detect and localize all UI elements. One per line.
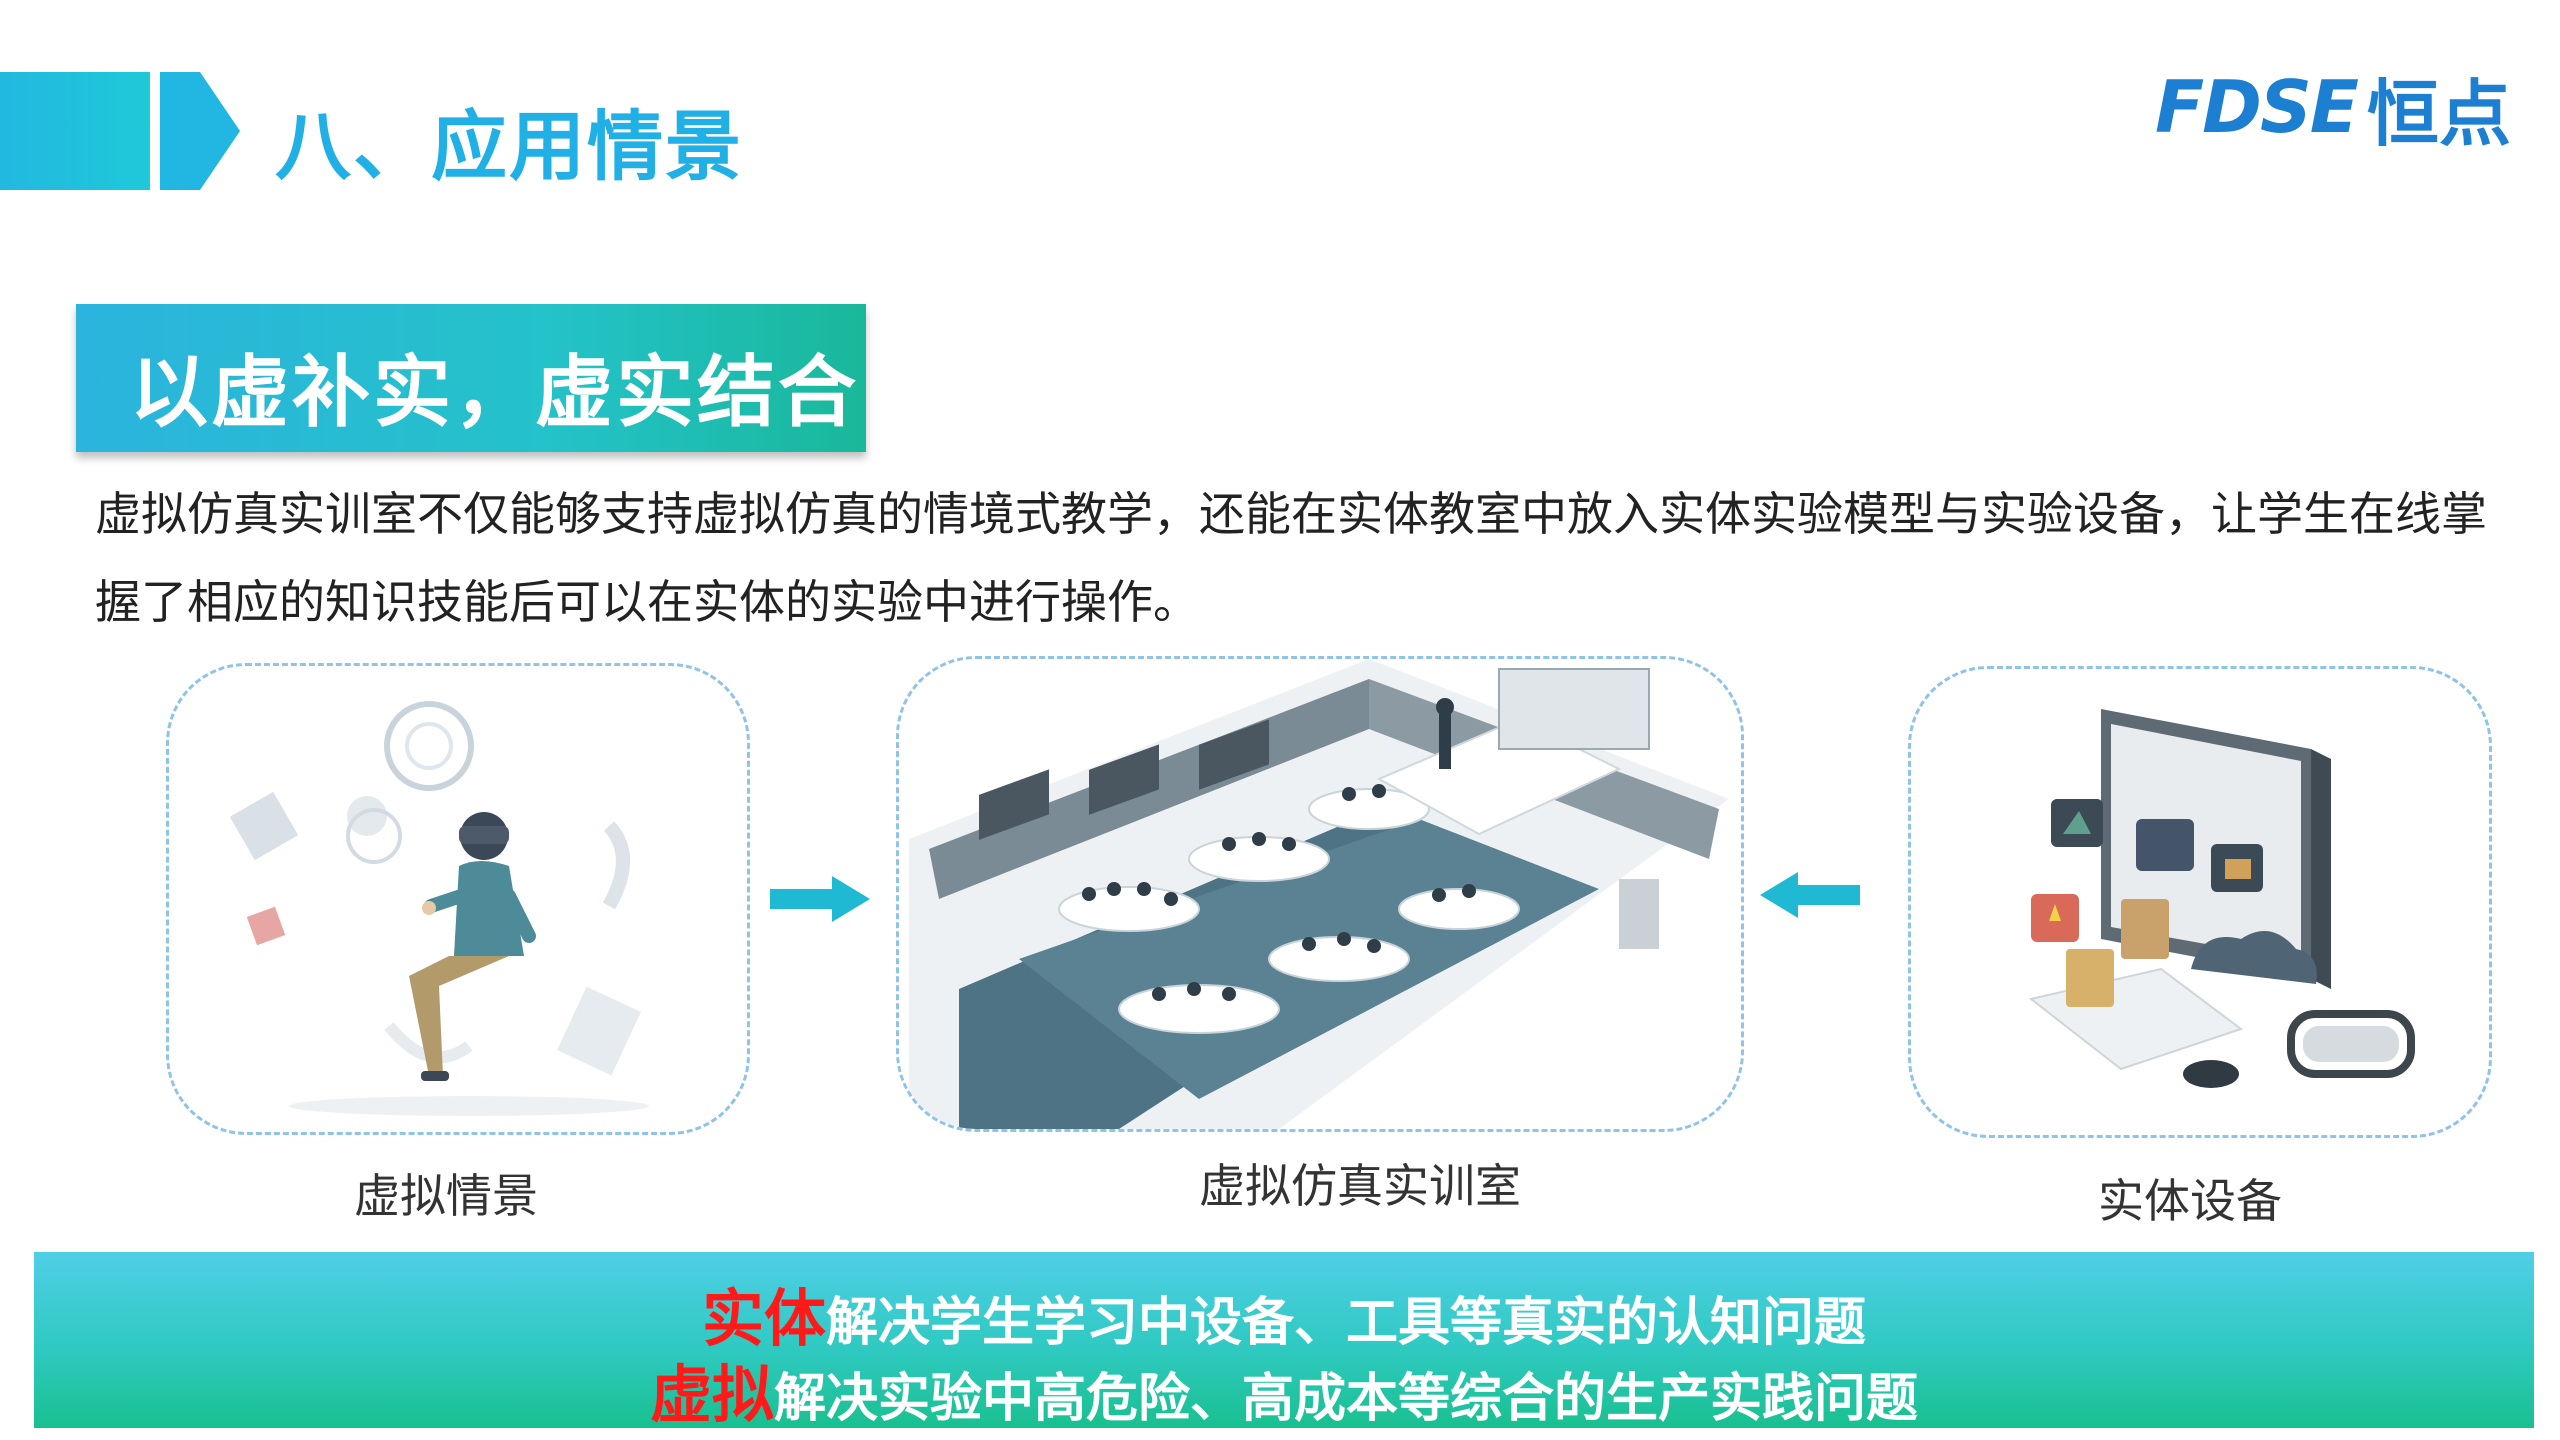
summary-line-physical: 实体解决学生学习中设备、工具等真实的认知问题 (34, 1268, 2534, 1358)
simulation-lab-illustration-icon (899, 659, 1741, 1129)
header-accent-bar (0, 72, 150, 190)
summary-line-virtual: 虚拟解决实验中高危险、高成本等综合的生产实践问题 (34, 1344, 2534, 1434)
section-banner (76, 304, 866, 452)
panel-label-virtual-scene: 虚拟情景 (354, 1169, 538, 1223)
panel-simulation-lab (896, 656, 1744, 1132)
page-title: 八、应用情景 (275, 102, 743, 191)
brand-logo: FDSE 恒点 (2155, 62, 2511, 156)
computer-equipment-illustration-icon (2028, 709, 2415, 1088)
summary-bar: 实体解决学生学习中设备、工具等真实的认知问题 虚拟解决实验中高危险、高成本等综合… (34, 1252, 2534, 1431)
summary-text-physical: 解决学生学习中设备、工具等真实的认知问题 (826, 1293, 1867, 1353)
panel-virtual-scene (166, 663, 750, 1135)
header-chevron-icon (160, 72, 240, 190)
panel-physical-equipment (1908, 666, 2492, 1138)
vr-user-illustration-icon (229, 701, 649, 1116)
section-banner-title: 以虚补实，虚实结合 (130, 348, 860, 438)
arrow-left-icon (1760, 872, 1860, 918)
logo-latin-text: FDSE (2155, 65, 2359, 149)
highlight-physical: 实体 (701, 1282, 826, 1355)
highlight-virtual: 虚拟 (649, 1358, 774, 1431)
panel-label-simulation-lab: 虚拟仿真实训室 (1199, 1159, 1521, 1213)
description-paragraph: 虚拟仿真实训室不仅能够支持虚拟仿真的情境式教学，还能在实体教室中放入实体实验模型… (95, 487, 2487, 629)
panel-label-physical-equipment: 实体设备 (2098, 1174, 2282, 1228)
summary-text-virtual: 解决实验中高危险、高成本等综合的生产实践问题 (774, 1369, 1919, 1429)
arrow-right-icon (770, 876, 870, 922)
logo-cn-text: 恒点 (2367, 71, 2512, 156)
